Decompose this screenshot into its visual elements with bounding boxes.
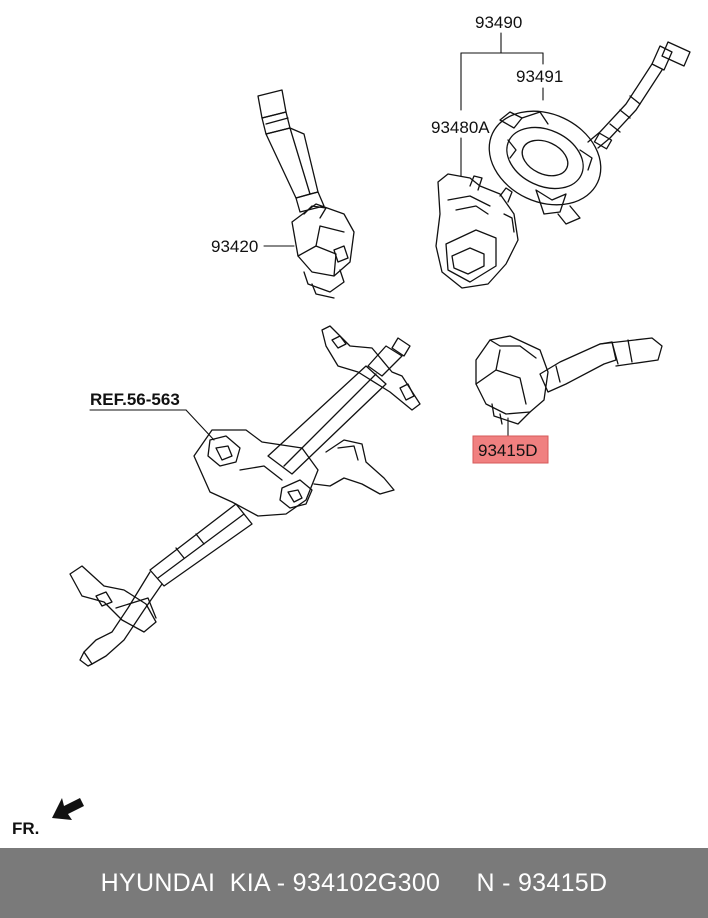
bracket-93490 <box>460 32 544 177</box>
steering-column <box>69 325 421 667</box>
label-93420: 93420 <box>211 237 258 256</box>
wiper-switch-lever <box>257 89 325 213</box>
label-93480a: 93480A <box>431 118 490 137</box>
label-ref-56-563: REF.56-563 <box>90 390 180 409</box>
footer-text: HYUNDAI KIA - 934102G300 N - 93415D <box>100 868 608 897</box>
light-switch-body <box>475 335 549 425</box>
clock-spring-ring <box>488 110 602 225</box>
light-switch-lever <box>539 337 663 393</box>
wiper-switch-body <box>291 203 355 299</box>
fr-arrow-icon <box>52 798 84 820</box>
label-93491: 93491 <box>516 67 563 86</box>
leader-ref <box>89 409 215 441</box>
parts-diagram: 93490 93491 93480A 93420 REF.56-563 9341… <box>12 13 691 838</box>
steering-angle-sensor <box>435 173 519 289</box>
footer-bar: HYUNDAI KIA - 934102G300 N - 93415D <box>0 848 708 918</box>
highlight-box-93415d <box>472 435 549 464</box>
clock-spring-cable <box>587 41 691 150</box>
label-93490: 93490 <box>475 13 522 32</box>
label-93415d: 93415D <box>478 441 538 460</box>
label-fr: FR. <box>12 819 39 838</box>
